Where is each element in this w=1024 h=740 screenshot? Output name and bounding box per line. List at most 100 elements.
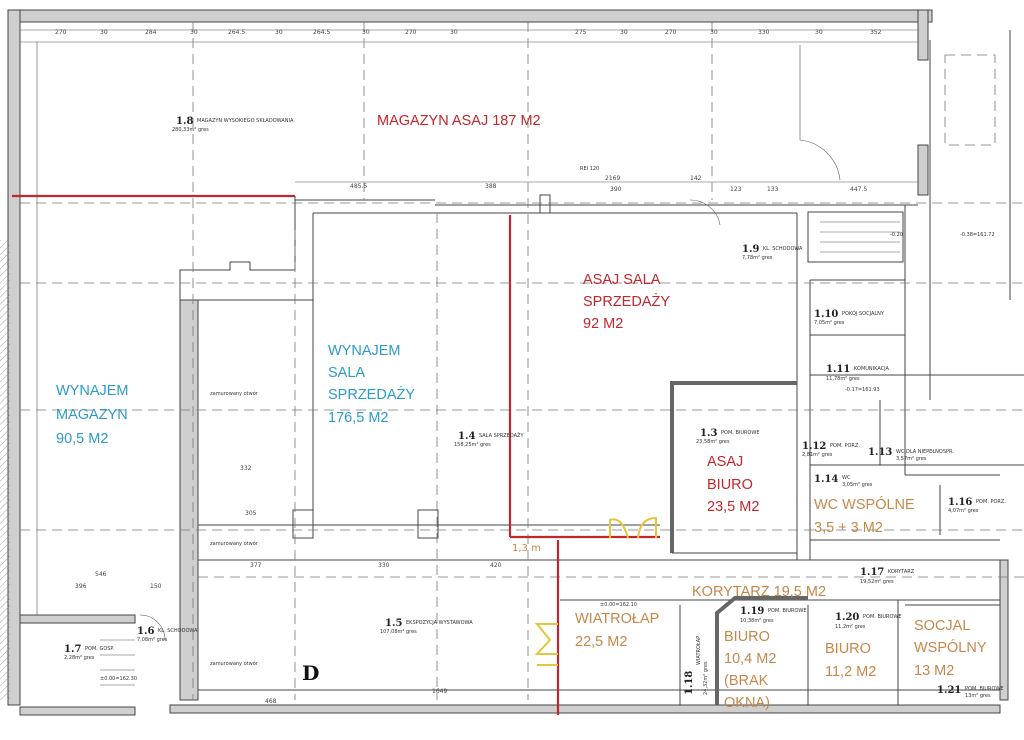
svg-text:1.11: 1.11	[826, 364, 850, 375]
section-mark: D	[302, 661, 319, 685]
svg-text:485.5: 485.5	[350, 183, 367, 190]
svg-text:19,52m² gres: 19,52m² gres	[860, 579, 894, 585]
svg-text:zamurowany otwór: zamurowany otwór	[210, 390, 259, 397]
svg-text:330: 330	[378, 562, 390, 569]
svg-text:158,25m² gres: 158,25m² gres	[454, 442, 491, 448]
svg-text:1.10: 1.10	[814, 309, 838, 320]
svg-text:POKÓJ SOCJALNY: POKÓJ SOCJALNY	[842, 310, 885, 317]
svg-text:1.20: 1.20	[835, 612, 859, 623]
svg-text:WC WSPÓLNE: WC WSPÓLNE	[814, 496, 915, 513]
label-width: 1,3 m	[512, 543, 541, 554]
annotations: MAGAZYN ASAJ 187 M2 ASAJ SALA SPRZEDAŻY …	[56, 113, 987, 711]
svg-text:WSPÓLNY: WSPÓLNY	[914, 639, 987, 656]
svg-text:1.9: 1.9	[742, 244, 759, 255]
svg-text:30: 30	[190, 29, 198, 36]
svg-text:30: 30	[275, 29, 283, 36]
svg-text:7,05m² gres: 7,05m² gres	[814, 320, 845, 326]
svg-text:90,5 M2: 90,5 M2	[56, 431, 108, 447]
svg-text:30: 30	[450, 29, 458, 36]
svg-text:23,5 M2: 23,5 M2	[707, 499, 759, 515]
label-wynajem-magazyn: WYNAJEM MAGAZYN 90,5 M2	[56, 383, 129, 447]
svg-text:133: 133	[767, 186, 779, 193]
label-biuro-1: BIURO 10,4 M2 (BRAK OKNA)	[724, 629, 776, 711]
svg-text:ASAJ SALA: ASAJ SALA	[583, 272, 661, 288]
svg-text:270: 270	[55, 29, 67, 36]
svg-text:1.8: 1.8	[176, 116, 193, 127]
svg-text:1.7: 1.7	[64, 644, 81, 655]
svg-text:BIURO: BIURO	[825, 641, 871, 657]
svg-text:KL. SCHODOWA: KL. SCHODOWA	[158, 628, 198, 634]
room-1-12: 1.12 POM. PORZ. 2,81m² gres	[802, 441, 860, 458]
svg-text:2,81m² gres: 2,81m² gres	[802, 452, 833, 458]
svg-text:2169: 2169	[605, 175, 620, 182]
svg-text:ASAJ: ASAJ	[707, 454, 743, 470]
svg-text:POM. BIUROWE: POM. BIUROWE	[721, 430, 760, 436]
svg-text:SOCJAL: SOCJAL	[914, 618, 970, 634]
svg-text:-0.17=161.93: -0.17=161.93	[845, 387, 880, 393]
svg-text:123: 123	[730, 186, 742, 193]
svg-text:4,07m² gres: 4,07m² gres	[948, 508, 979, 514]
svg-text:377: 377	[250, 562, 262, 569]
svg-text:420: 420	[490, 562, 502, 569]
structural-grid	[20, 22, 1024, 700]
svg-text:1.6: 1.6	[137, 626, 154, 637]
svg-text:1.14: 1.14	[814, 474, 838, 485]
asaj-boundary	[12, 194, 660, 715]
label-wiatrolap: WIATROŁAP 22,5 M2	[575, 611, 659, 650]
svg-text:1.13: 1.13	[868, 447, 892, 458]
svg-text:142: 142	[690, 175, 702, 182]
svg-text:10,38m² gres: 10,38m² gres	[740, 618, 774, 624]
svg-text:1.3: 1.3	[700, 428, 717, 439]
svg-text:447.5: 447.5	[850, 186, 867, 193]
svg-text:BIURO: BIURO	[724, 629, 770, 645]
svg-text:WYNAJEM: WYNAJEM	[328, 343, 401, 359]
svg-text:MAGAZYN WYSOKIEGO SKŁADOWANIA: MAGAZYN WYSOKIEGO SKŁADOWANIA	[197, 118, 294, 124]
svg-text:KOMUNIKACJA: KOMUNIKACJA	[854, 366, 890, 372]
svg-text:-0.20: -0.20	[890, 232, 903, 238]
svg-text:30: 30	[710, 29, 718, 36]
svg-text:396: 396	[75, 583, 87, 590]
svg-text:22,5 M2: 22,5 M2	[575, 634, 627, 650]
svg-text:10,4 M2: 10,4 M2	[724, 651, 776, 667]
svg-text:-0.38=161.72: -0.38=161.72	[960, 232, 995, 238]
svg-text:2,28m² gres: 2,28m² gres	[64, 655, 95, 661]
svg-text:332: 332	[240, 465, 252, 472]
svg-text:388: 388	[485, 183, 497, 190]
svg-text:13 M2: 13 M2	[914, 663, 954, 679]
svg-text:1649: 1649	[432, 688, 447, 695]
label-wynajem-sala: WYNAJEM SALA SPRZEDAŻY 176,5 M2	[328, 343, 415, 426]
svg-text:(BRAK: (BRAK	[724, 673, 769, 689]
svg-text:107,08m² gres: 107,08m² gres	[380, 629, 417, 635]
label-asaj-biuro: ASAJ BIURO 23,5 M2	[707, 454, 759, 515]
svg-text:270: 270	[665, 29, 677, 36]
svg-text:1.16: 1.16	[948, 497, 972, 508]
svg-text:176,5 M2: 176,5 M2	[328, 410, 388, 426]
svg-text:POM. BIUROWE: POM. BIUROWE	[965, 686, 1004, 692]
svg-text:1.5: 1.5	[385, 618, 402, 629]
svg-text:OKNA): OKNA)	[724, 695, 770, 711]
label-asaj-sala: ASAJ SALA SPRZEDAŻY 92 M2	[583, 272, 670, 332]
label-biuro-2: BIURO 11,2 M2	[825, 641, 876, 680]
svg-text:92 M2: 92 M2	[583, 316, 623, 332]
svg-text:23,58m² gres: 23,58m² gres	[696, 439, 730, 445]
label-wc-wspolne: WC WSPÓLNE 3,5 + 3 M2	[814, 496, 915, 536]
svg-text:264.5: 264.5	[228, 29, 245, 36]
svg-text:EKSPOZYCJA WYSTAWOWA: EKSPOZYCJA WYSTAWOWA	[406, 620, 473, 626]
svg-text:±0.00=162.30: ±0.00=162.30	[100, 676, 137, 682]
svg-text:POM. PORZ.: POM. PORZ.	[830, 443, 860, 449]
label-socjal: SOCJAL WSPÓLNY 13 M2	[914, 618, 987, 679]
svg-text:POM. BIUROWE: POM. BIUROWE	[768, 608, 807, 614]
svg-text:546: 546	[95, 571, 107, 578]
svg-text:1.12: 1.12	[802, 441, 826, 452]
svg-text:11,2 M2: 11,2 M2	[825, 664, 876, 680]
dimensions: 270 30 284 30 264.5 30 264.5 30 270 30 2…	[55, 29, 995, 705]
svg-text:zamurowany otwór: zamurowany otwór	[210, 660, 259, 667]
plan-lines	[20, 29, 1024, 705]
